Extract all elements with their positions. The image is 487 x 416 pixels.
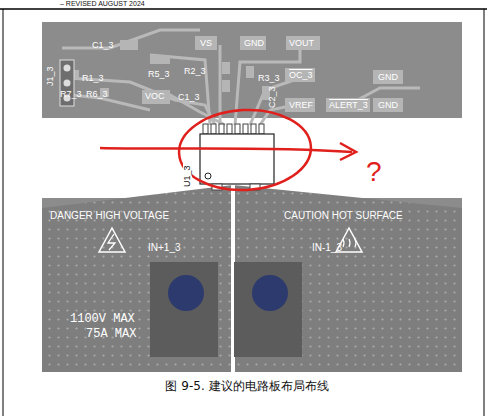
silkscreen-label: IN-1_3 [312, 243, 342, 253]
silkscreen-label: OC_3 [289, 71, 313, 80]
silkscreen-label: R3_3 [258, 74, 280, 83]
silkscreen-label: R5_3 [148, 70, 170, 79]
silkscreen-label: DANGER HIGH VOLTAGE [50, 211, 169, 221]
page-header: – REVISED AUGUST 2024 [60, 0, 145, 7]
silkscreen-label: R1_3 [82, 74, 104, 83]
silkscreen-label: 75A MAX [86, 328, 136, 340]
silkscreen-label: R6_3 [86, 90, 108, 99]
silkscreen-label: C1_3 [178, 93, 200, 102]
silkscreen-label: GND [378, 101, 398, 110]
silkscreen-label: IN+1_3 [148, 243, 181, 253]
silkscreen-label: R2_3 [184, 67, 206, 76]
silkscreen-label: ALERT_3 [329, 101, 368, 110]
silkscreen-label: CAUTION HOT SURFACE [284, 211, 403, 221]
silkscreen-label: R7_3 [60, 90, 82, 99]
silkscreen-label: C1_3 [92, 41, 114, 50]
annotation-mark: ? [366, 158, 382, 186]
silkscreen-label: GND [378, 73, 398, 82]
silkscreen-label: 1100V MAX [70, 313, 135, 325]
figure-caption: 图 9-5. 建议的电路板布局布线 [165, 380, 328, 392]
silkscreen-label: VS [200, 39, 212, 48]
silkscreen-label: VREF [289, 101, 313, 110]
silkscreen-label: GND [244, 39, 264, 48]
silkscreen-label: C2_3 [268, 86, 277, 108]
silkscreen-label: U1_3 [183, 164, 192, 188]
silkscreen-label: VOUT [289, 39, 314, 48]
silkscreen-label: VOC [145, 92, 165, 101]
silkscreen-label: J1_3 [46, 66, 55, 86]
